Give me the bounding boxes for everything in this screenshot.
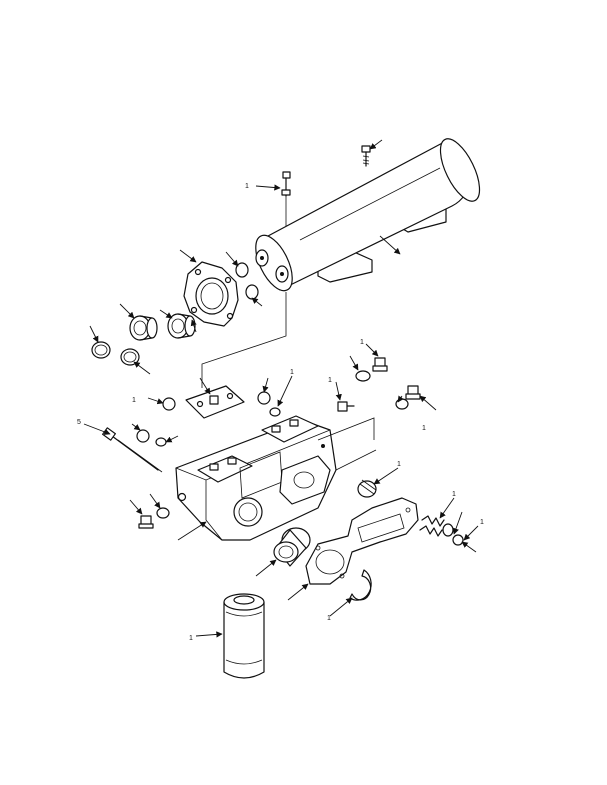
adapter-plate xyxy=(183,261,239,327)
callout-label: 1 xyxy=(360,339,364,346)
o-ring xyxy=(395,398,409,410)
long-bolt xyxy=(102,427,163,473)
filter-head-gasket xyxy=(305,497,419,585)
washer xyxy=(156,507,170,519)
callout-label: 1 xyxy=(452,491,456,498)
callout-label: 1 xyxy=(397,461,401,468)
leader-lines xyxy=(83,139,479,638)
plug xyxy=(337,401,355,412)
assembly-bracket xyxy=(201,292,287,388)
washer xyxy=(452,534,464,546)
filter-housing xyxy=(175,415,337,541)
seal-ring xyxy=(91,341,111,359)
snap-ring xyxy=(349,569,372,601)
oil-cooler xyxy=(255,138,481,292)
washer xyxy=(269,407,281,417)
sleeve xyxy=(129,315,158,341)
plug xyxy=(405,385,421,400)
callout-labels: 1 1 1 1 1 1 5 1 1 1 1 1 xyxy=(77,183,484,642)
plug xyxy=(372,357,388,372)
callout-label: 1 xyxy=(480,519,484,526)
callout-label: 1 xyxy=(422,425,426,432)
callout-label: 1 xyxy=(328,377,332,384)
valve xyxy=(273,527,311,567)
assembly-bracket xyxy=(317,417,377,471)
plug xyxy=(257,391,271,405)
fitting xyxy=(281,171,291,226)
callout-label: 1 xyxy=(189,635,193,642)
gasket xyxy=(185,385,245,419)
o-ring xyxy=(245,284,259,300)
plug xyxy=(138,515,154,529)
callout-label: 1 xyxy=(290,369,294,376)
check-valve xyxy=(357,479,377,498)
o-ring xyxy=(235,262,249,278)
callout-label: 1 xyxy=(245,183,249,190)
filter-element xyxy=(223,593,265,679)
seal-ring xyxy=(120,348,140,366)
callout-label: 5 xyxy=(77,419,81,426)
callout-label: 1 xyxy=(327,615,331,622)
callout-label: 1 xyxy=(132,397,136,404)
washer xyxy=(155,437,167,447)
vent-screw xyxy=(361,145,371,167)
nut xyxy=(162,397,176,411)
relief-valve xyxy=(419,515,454,537)
o-ring xyxy=(355,370,371,382)
nut xyxy=(136,429,150,443)
